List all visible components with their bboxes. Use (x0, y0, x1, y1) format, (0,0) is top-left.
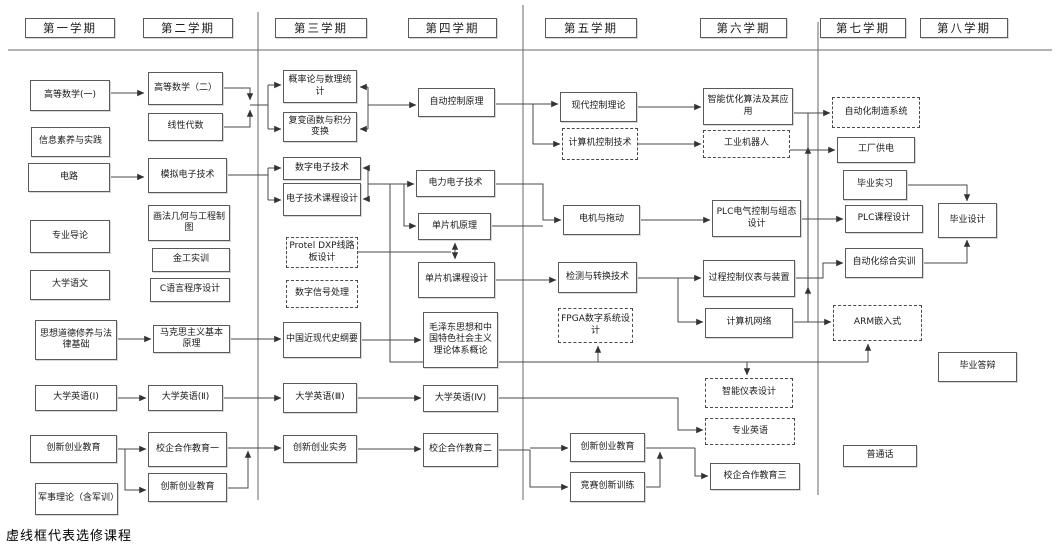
connector-line-21 (403, 184, 417, 230)
legend-footnote: 虚线框代表选修课程 (6, 529, 133, 544)
connector-line-2 (223, 109, 254, 128)
course-box-chuangxin5: 创新创业教育 (570, 433, 645, 462)
course-box-biyesheji: 毕业设计 (938, 203, 997, 238)
course-box-dianzikecheng: 电子技术课程设计 (283, 183, 361, 216)
course-box-daxueyuwen: 大学语文 (30, 270, 110, 300)
course-box-zidonghuazhizao: 自动化制造系统 (832, 97, 920, 128)
course-box-chuangxin1: 创新创业教育 (30, 435, 117, 463)
course-box-jisuanjiwangluo: 计算机网络 (705, 308, 793, 338)
course-box-daxueyingyu3: 大学英语(Ⅲ) (283, 383, 357, 413)
connector-line-29 (532, 104, 561, 148)
course-box-huafajihe: 画法几何与工程制图 (148, 205, 230, 241)
course-box-sixiangdaode: 思想道德修养与法律基础 (35, 320, 117, 360)
course-box-maogailun: 毛泽东思想和中国特色社会主义理论体系概论 (423, 312, 498, 368)
course-box-xianxingdaishu: 线性代数 (148, 113, 223, 141)
connector-line-43 (795, 259, 844, 279)
course-box-plckecheng: PLC课程设计 (845, 205, 923, 233)
course-box-jisuanjikongzhi: 计算机控制技术 (562, 128, 638, 160)
section-dividers (8, 5, 1052, 500)
course-box-daxueyingyu1: 大学英语(Ⅰ) (35, 385, 117, 411)
course-box-jingsaichuangxin: 竞赛创新训练 (570, 472, 645, 502)
course-box-gaodengshuxue2: 高等数学（二） (148, 72, 223, 105)
course-box-biyeshixi: 毕业实习 (843, 170, 907, 200)
course-box-chuangxin2: 创新创业教育 (148, 473, 227, 502)
connector-line-61 (529, 450, 569, 491)
course-box-dianlidianzi: 电力电子技术 (416, 170, 495, 197)
prerequisite-arrows (110, 81, 971, 494)
connector-line-56 (227, 450, 252, 489)
course-box-danpianjikecheng: 单片机课程设计 (418, 262, 495, 298)
course-box-zhinengyibiao: 智能仪表设计 (705, 378, 793, 408)
course-box-zidongkongzhi: 自动控制原理 (418, 88, 495, 117)
connector-line-37 (495, 183, 562, 224)
course-box-chuangxinshiwu: 创新创业实务 (283, 435, 357, 463)
connector-line-46 (923, 239, 971, 264)
semester-header-2: 第二学期 (143, 18, 233, 38)
course-box-guochengkongzhi: 过程控制仪表与装置 (703, 260, 795, 297)
course-box-gongyejiqiren: 工业机器人 (703, 130, 790, 158)
connector-line-33 (807, 109, 831, 322)
course-box-xiaoqihezuo1: 校企合作教育一 (148, 432, 227, 467)
connector-line-22 (389, 184, 872, 363)
connector-line-1 (223, 87, 254, 101)
connector-line-55 (124, 449, 147, 494)
connector-line-42 (677, 278, 704, 326)
course-box-xinxisuyang: 信息素养与实践 (31, 127, 110, 157)
course-box-daxueyingyu4: 大学英语(Ⅳ) (423, 385, 498, 412)
course-box-zhuanyedaolun: 专业导论 (30, 220, 110, 253)
course-box-jianceyuzhuanhuan: 检测与转换技术 (558, 262, 637, 293)
course-box-junshililun: 军事理论（含军训） (35, 483, 119, 515)
course-box-xiaoqihezuo3: 校企合作教育三 (710, 463, 800, 490)
semester-header-8: 第八学期 (920, 18, 1008, 38)
course-box-zhuanyeyingyu: 专业英语 (705, 418, 795, 445)
course-box-zidonghuazonghe: 自动化综合实训 (845, 248, 923, 278)
semester-header-4: 第四学期 (408, 18, 497, 38)
course-box-shuzixinhao: 数字信号处理 (286, 280, 358, 308)
semester-header-5: 第五学期 (545, 18, 637, 38)
course-box-dianjiyutuodong: 电机与拖动 (563, 205, 640, 235)
course-box-xiaoqihezuo2: 校企合作教育二 (423, 433, 498, 467)
course-box-proteldxp: Protel DXP线路板设计 (286, 237, 358, 268)
course-box-dianlu: 电路 (28, 163, 110, 192)
semester-header-7: 第七学期 (820, 18, 906, 38)
semester-header-1: 第一学期 (25, 18, 115, 38)
connector-line-45 (907, 184, 971, 202)
semester-header-6: 第六学期 (700, 18, 787, 38)
course-box-armqianrushi: ARM嵌入式 (833, 305, 922, 341)
semester-header-3: 第三学期 (275, 18, 367, 38)
connector-line-63 (645, 451, 664, 488)
connector-line-53 (498, 397, 704, 434)
course-box-gongchanggongdian: 工厂供电 (837, 137, 915, 163)
course-box-putonghua: 普通话 (843, 445, 917, 467)
course-box-danpianjiyuanli: 单片机原理 (418, 213, 491, 240)
course-box-biyedabian: 毕业答辩 (938, 352, 1017, 382)
course-box-gaodengshuxue1: 高等数学(一) (30, 80, 110, 111)
course-box-makesizhuyi: 马克思主义基本原理 (153, 325, 230, 353)
course-box-zhongguojinxiandai: 中国近现代史纲要 (283, 322, 361, 358)
course-box-gailvlun: 概率论与数理统计 (283, 70, 357, 103)
course-box-cyuyan: C语言程序设计 (150, 278, 230, 302)
course-box-fubianhanshu: 复变函数与积分变换 (283, 112, 357, 142)
course-box-shuzidianzi: 数字电子技术 (283, 157, 361, 180)
course-box-daxueyingyu2: 大学英语(Ⅱ) (148, 385, 223, 411)
course-box-xiandaikongzhi: 现代控制理论 (560, 92, 637, 122)
course-box-jingongshixun: 金工实训 (152, 248, 230, 272)
course-box-zhinengyouhua: 智能优化算法及其应用 (703, 88, 793, 125)
connector-line-64 (694, 448, 709, 480)
course-box-monidianzi: 模拟电子技术 (148, 158, 227, 193)
course-box-plcdianqi: PLC电气控制与组态设计 (712, 200, 801, 237)
course-box-fpga: FPGA数字系统设计 (558, 308, 633, 343)
